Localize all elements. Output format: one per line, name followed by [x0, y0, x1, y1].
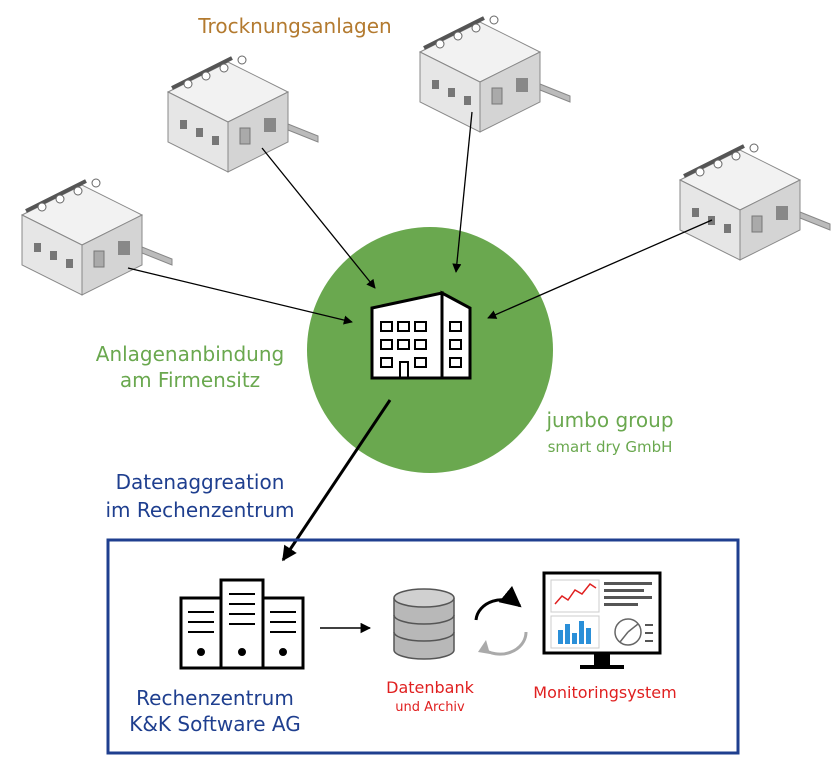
- company-name: jumbo group: [546, 408, 674, 432]
- company-subname: smart dry GmbH: [547, 438, 673, 456]
- monitoring-label: Monitoringsystem: [533, 683, 677, 702]
- database-label-line1: Datenbank: [386, 678, 474, 697]
- hub-label-line2: am Firmensitz: [119, 368, 261, 392]
- office-building-icon: [370, 290, 472, 380]
- drying-machine-icon: [20, 177, 174, 297]
- monitor-dashboard-icon: [542, 571, 662, 669]
- drying-machine-icon: [418, 14, 572, 134]
- drying-machine-icon: [166, 54, 320, 174]
- machines-title: Trocknungsanlagen: [198, 14, 392, 38]
- hub-label-line1: Anlagenanbindung: [95, 342, 285, 366]
- drying-machine-icon: [678, 142, 832, 262]
- server-rack-icon: [179, 578, 305, 670]
- datacenter-label-line1: Rechenzentrum: [136, 686, 294, 710]
- connection-arrow: [261, 147, 376, 289]
- aggregation-label-line1: Datenaggreation: [115, 470, 285, 494]
- datacenter-frame: [106, 538, 740, 755]
- database-icon: [393, 588, 455, 660]
- database-label-line2: und Archiv: [395, 700, 465, 715]
- connection-arrow: [487, 219, 713, 319]
- connection-arrow: [452, 111, 473, 273]
- connection-arrow: [127, 267, 353, 325]
- sync-arrows-icon: [474, 585, 528, 656]
- aggregation-arrow: [281, 399, 392, 562]
- datacenter-label-line2: K&K Software AG: [129, 712, 301, 736]
- aggregation-label-line2: im Rechenzentrum: [105, 498, 295, 522]
